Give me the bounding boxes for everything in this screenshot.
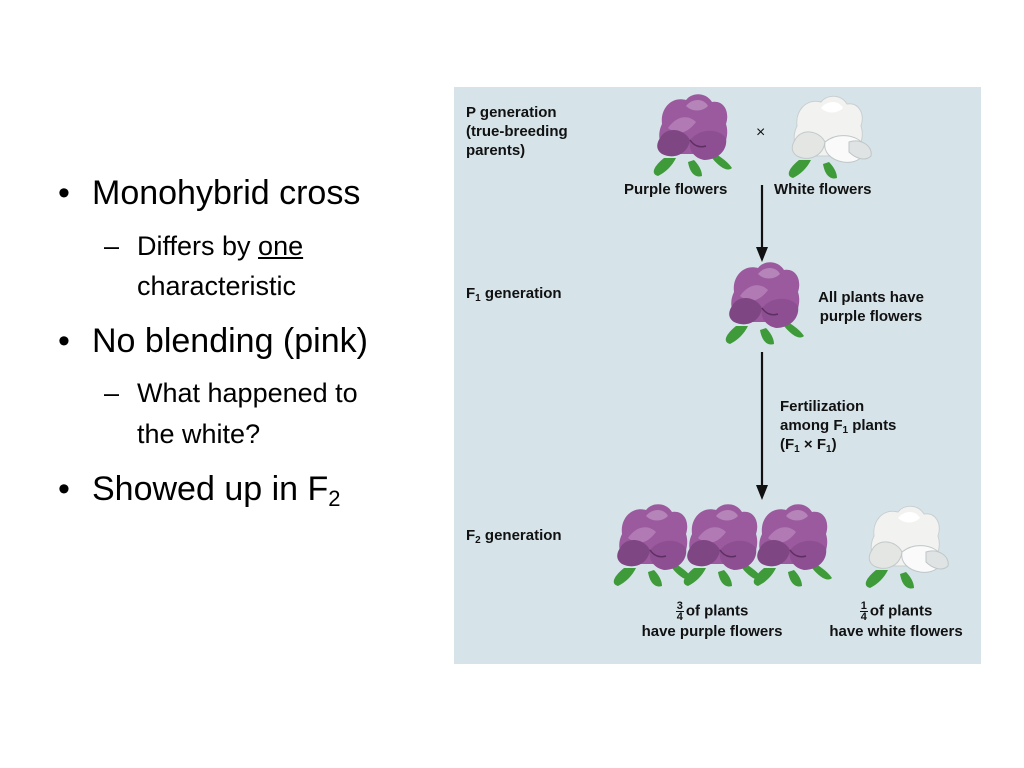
f2-white-flower <box>865 505 949 589</box>
f1-purple-flower <box>724 261 805 346</box>
f2-generation-label: F2 generation <box>466 527 562 546</box>
f2-purple-flower-2 <box>682 503 763 588</box>
bullet-list: • Monohybrid cross – Differs by one char… <box>58 174 368 511</box>
purple-flowers-label: Purple flowers <box>624 181 728 198</box>
fertilization-label: Fertilization among F1 plants (F1 × F1) <box>780 398 897 455</box>
f1-result-label: All plants have purple flowers <box>818 289 924 325</box>
arrow-p-to-f1 <box>756 185 768 262</box>
p-white-flower <box>788 95 872 179</box>
f1-generation-label: F1 generation <box>466 285 562 304</box>
arrow-f1-to-f2 <box>756 352 768 500</box>
f2-purple-flower-3 <box>752 503 833 588</box>
p-purple-flower <box>652 93 733 178</box>
underlined-one: one <box>258 231 304 261</box>
cross-symbol: × <box>756 124 766 141</box>
subbullet-differs-text: Differs by <box>137 231 259 261</box>
p-generation-label: P generation (true-breeding parents) <box>466 104 568 159</box>
white-flowers-label: White flowers <box>774 181 872 198</box>
mendel-cross-diagram: P generation (true-breeding parents) × P… <box>454 87 981 664</box>
f2-purple-flower-1 <box>612 503 693 588</box>
diagram-graphics <box>612 93 949 589</box>
